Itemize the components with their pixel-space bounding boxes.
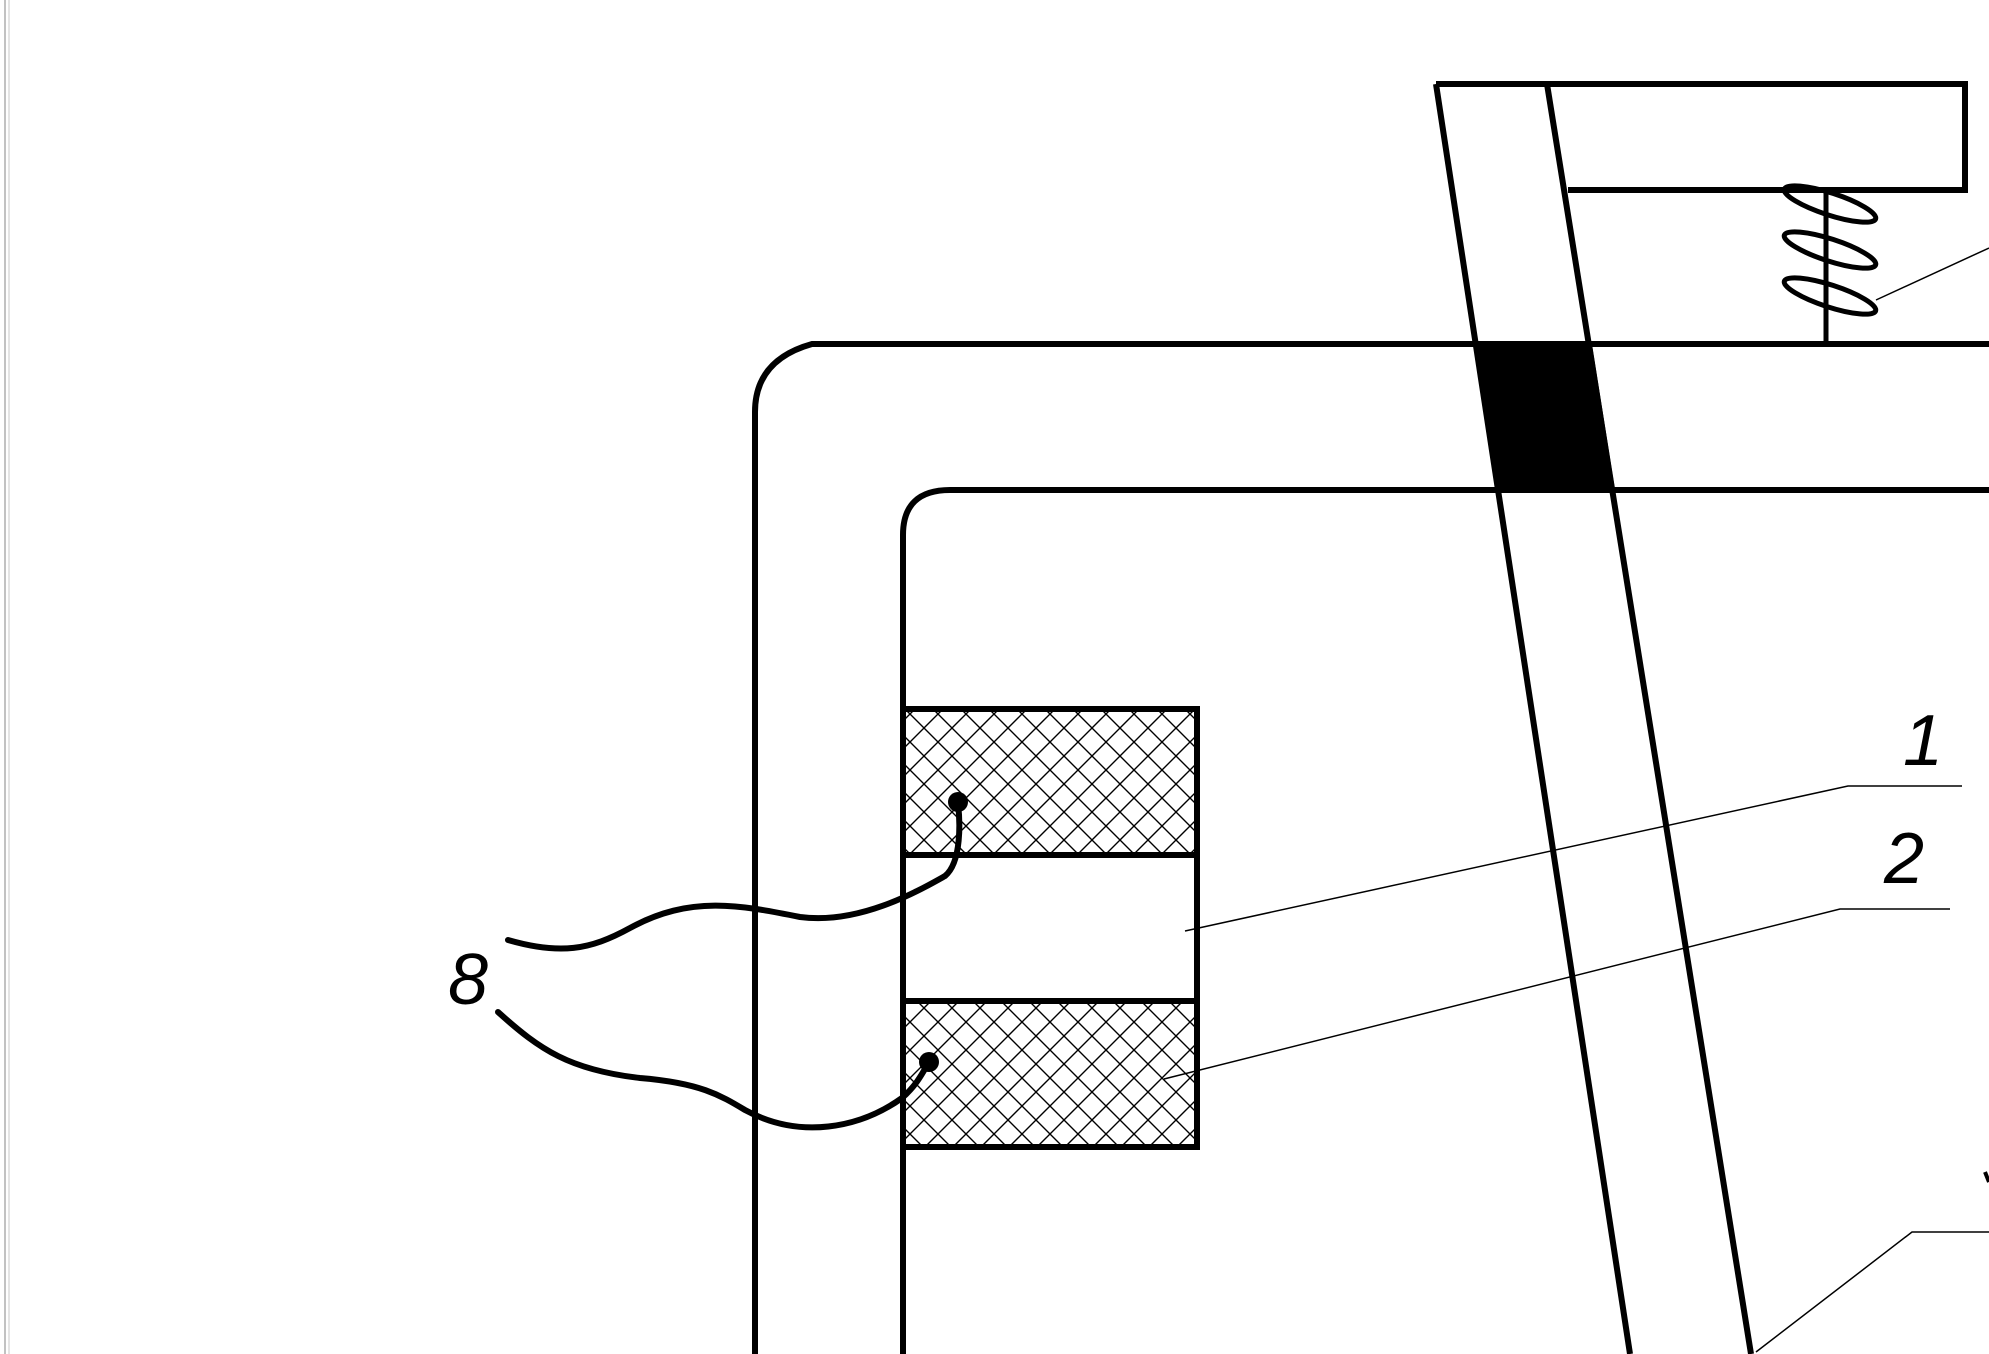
lead-wires — [495, 792, 968, 1131]
core-outer-contour — [752, 341, 1989, 1354]
armature-gap-block — [1474, 344, 1615, 490]
upper-winding — [906, 709, 1197, 855]
core-inner-contour — [900, 487, 1989, 1354]
top-plate — [1436, 81, 1968, 193]
leader-line-1 — [1184, 785, 1962, 932]
page-frame — [4, 0, 10, 1354]
coil-block — [903, 706, 1200, 1150]
terminal-dot-upper — [948, 792, 968, 812]
lower-winding — [906, 1001, 1197, 1147]
leader-line-2 — [1163, 908, 1950, 1080]
partial-label-mark — [1983, 1171, 1989, 1183]
lead-wire-upper — [505, 801, 963, 952]
leader-lines — [1163, 247, 1989, 1353]
leader-line-lower-right — [1755, 1231, 1989, 1353]
callout-label-2: 2 — [1883, 819, 1924, 899]
terminal-dot-lower — [919, 1052, 939, 1072]
armature-bar — [1433, 83, 1754, 1354]
callout-label-8: 8 — [448, 940, 488, 1020]
lead-wire-lower — [495, 1009, 932, 1131]
spring — [1781, 183, 1879, 342]
leader-line-spring — [1875, 247, 1989, 301]
callout-label-1: 1 — [1903, 701, 1943, 781]
